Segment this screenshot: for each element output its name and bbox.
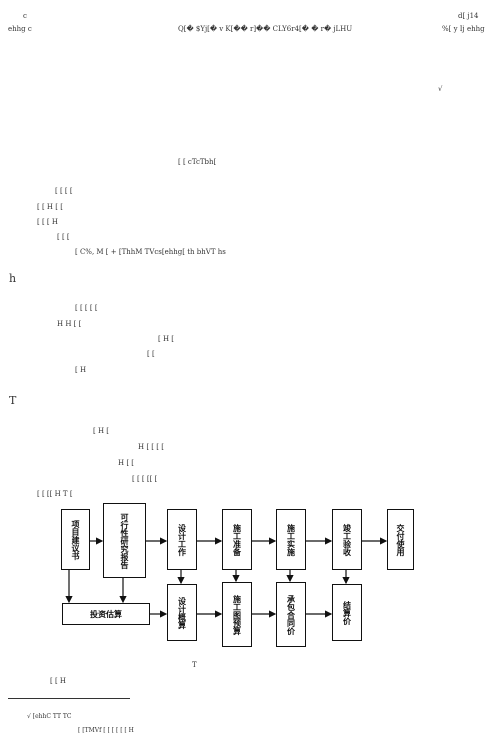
para1-line-6: [ C%, M [ + [ThhM TVcs[ehhg[ th bhVT hs <box>75 248 226 256</box>
para1-line-3: [ [ H [ [ <box>37 203 63 211</box>
para1-line-2: [ [ [ [ <box>55 187 73 195</box>
flow-box-acceptance: 竣工验收 <box>332 509 362 570</box>
section2-heading: T <box>9 394 17 407</box>
footnote-2: [ [TMVf [ [ [ [ [ [ H <box>78 727 134 734</box>
flow-box-project-proposal: 项目建议书 <box>61 509 90 570</box>
section1-heading: h <box>9 272 17 285</box>
flow-box-design-budget: 设计概算 <box>167 584 197 641</box>
para3-line-1: [ H [ <box>93 427 110 435</box>
header-center: Q[� $Yj[� v K[�� r]�� CLY6r4[� � r� jLHU <box>178 25 353 33</box>
flow-box-construction: 施工实施 <box>276 509 306 570</box>
flow-box-drawing-budget: 施工图预算 <box>222 582 252 647</box>
check-mark: √ <box>438 85 443 93</box>
para2-line-3: [ H [ <box>158 335 175 343</box>
header-left-bottom: ehhg c <box>8 25 32 33</box>
para2-line-2: H H [ [ <box>57 320 82 328</box>
flow-box-delivery: 交付使用 <box>387 509 414 570</box>
flow-box-construction-prep: 施工准备 <box>222 509 252 570</box>
para3-line-2: H [ [ [ [ <box>138 443 164 451</box>
header-right-top: d[ j14 <box>458 12 479 20</box>
para2-line-5: [ H <box>75 366 87 374</box>
figure-caption: T <box>192 661 197 669</box>
para4-line-1: [ [ H <box>50 677 67 685</box>
header-right-bottom: %[ y Ij ehhg <box>442 25 485 33</box>
footnote-1: √ [ehhC TT TC <box>27 713 72 720</box>
footnote-rule <box>8 698 130 699</box>
para1-line-1: [ [ cTcTbh[ <box>178 158 217 166</box>
para1-line-5: [ [ [ <box>57 233 70 241</box>
para3-line-5: [ [ [[ H T [ <box>37 490 73 498</box>
flow-box-investment-estimate: 投资估算 <box>62 603 150 625</box>
flow-box-design-work: 设计工作 <box>167 509 197 570</box>
para1-line-4: [ [ [ H <box>37 218 58 226</box>
para3-line-3: H [ [ <box>118 459 135 467</box>
para3-line-4: [ [ [ [[ [ <box>132 475 158 483</box>
flow-box-settlement-price: 结算价 <box>332 584 362 641</box>
para2-line-4: [ [ <box>147 350 155 358</box>
flow-box-feasibility-report: 可行性研究报告 <box>103 503 146 578</box>
header-left-top: c <box>23 12 27 20</box>
para2-line-1: [ [ [ [ [ <box>75 304 98 312</box>
flow-box-contract-price: 承包合同价 <box>276 582 306 647</box>
